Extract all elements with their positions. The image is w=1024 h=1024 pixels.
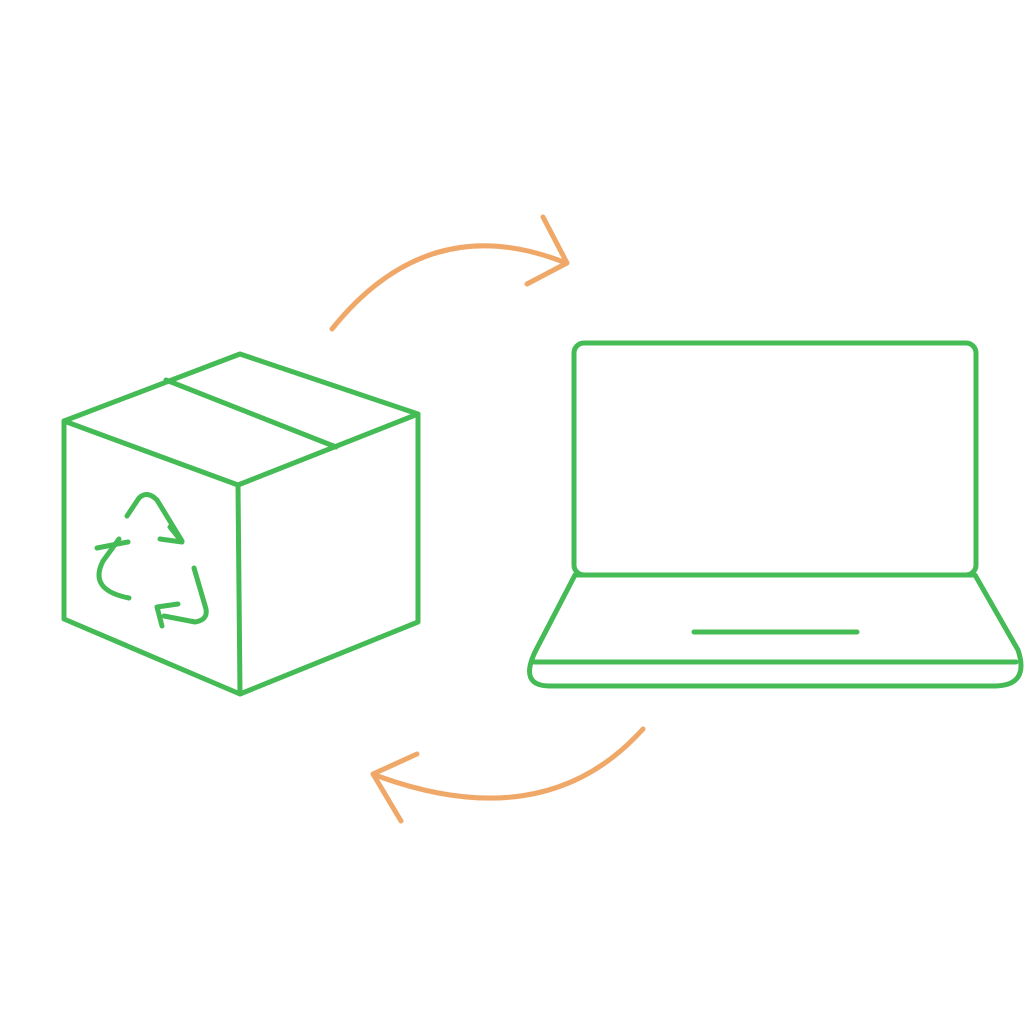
box-tape [163, 377, 339, 450]
arrow-to-laptop-head [524, 214, 570, 287]
laptop-icon [527, 340, 1024, 689]
arrow-to-box-head [370, 751, 420, 824]
arrow-to-laptop [329, 243, 569, 332]
laptop-base [527, 572, 1024, 689]
curved-arrow-icon [370, 726, 646, 824]
recycle-box-icon [61, 351, 421, 697]
curved-arrow-icon [329, 214, 570, 332]
box-outline [61, 351, 421, 697]
recycle-icon [94, 492, 209, 629]
laptop-screen [571, 340, 979, 578]
arrow-to-box [372, 726, 646, 801]
